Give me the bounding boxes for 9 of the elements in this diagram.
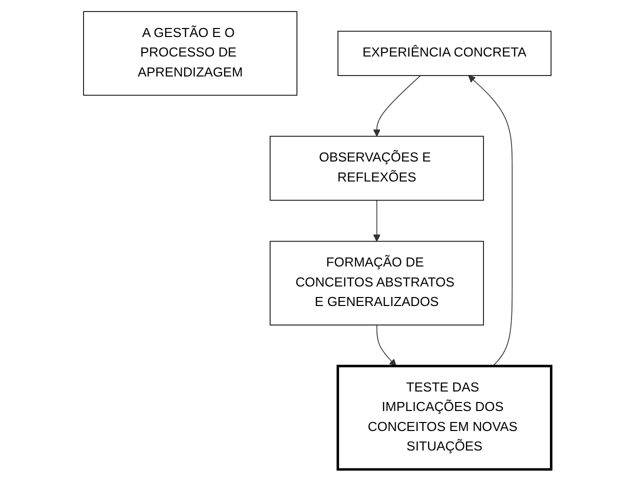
arrow: [373, 75, 421, 137]
node-box: FORMAÇÃO DE CONCEITOS ABSTRATOS E GENERALIZADOS: [270, 240, 484, 326]
node-box: A GESTÃO E O PROCESSO DE APRENDIZAGEM: [83, 11, 298, 96]
node-box: EXPERIÊNCIA CONCRETA: [338, 30, 552, 76]
node-box: TESTE DAS IMPLICAÇÕES DOS CONCEITOS EM NOVAS SITUAÇÕES: [336, 364, 553, 471]
arrow: [468, 75, 513, 366]
arrow: [373, 200, 381, 242]
node-box: OBSERVAÇÕES E REFLEXÕES: [270, 136, 484, 201]
arrow: [376, 324, 396, 366]
